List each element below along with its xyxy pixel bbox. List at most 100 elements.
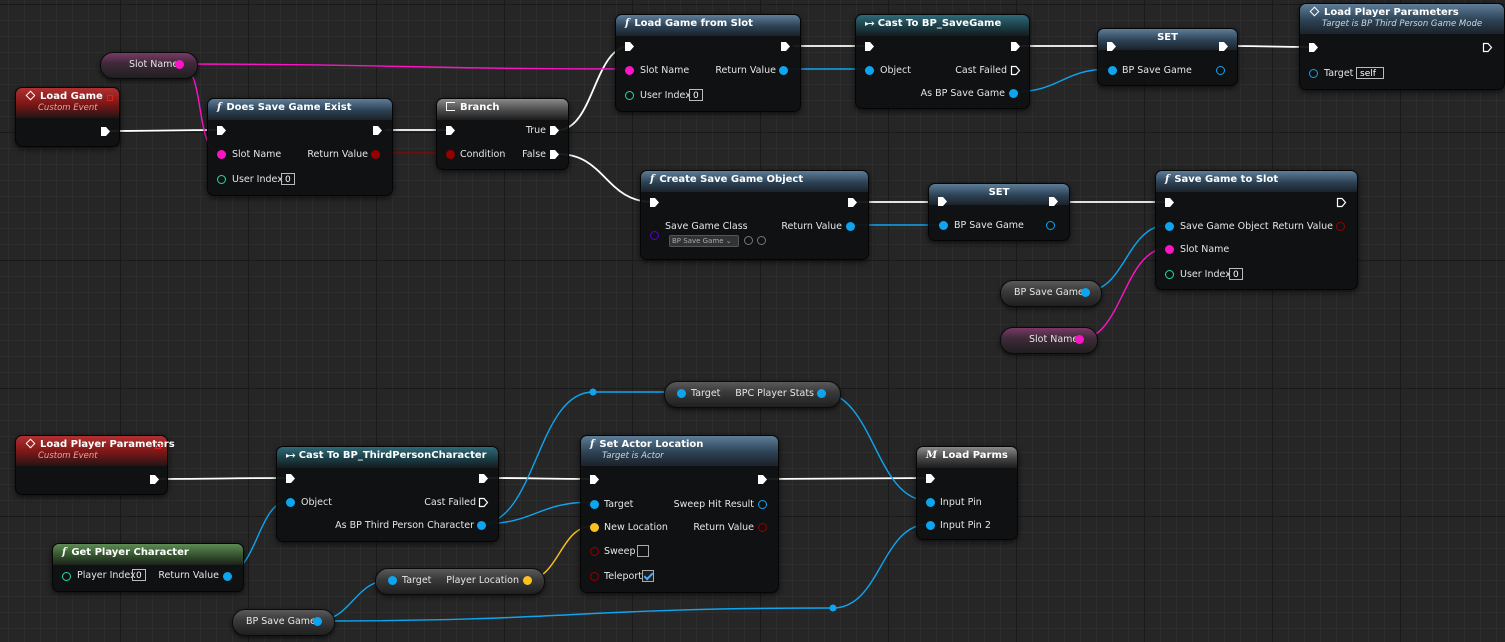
use-selected-icon[interactable] <box>744 236 753 245</box>
bp-save-game-getter-bottom[interactable]: BP Save Game <box>232 609 335 636</box>
exec-out-pin[interactable] <box>1218 41 1229 52</box>
return-value-out-pin[interactable] <box>779 66 788 75</box>
target-in-pin[interactable] <box>677 389 686 398</box>
exec-out-pin[interactable] <box>780 41 791 52</box>
return-value-out-pin[interactable] <box>371 150 380 159</box>
load-player-params-call-node[interactable]: Load Player Parameters Target is BP Thir… <box>1299 3 1505 90</box>
object-in-pin[interactable] <box>865 66 874 75</box>
as-bp-save-game-out-pin[interactable] <box>1009 89 1018 98</box>
slot-name-out-pin[interactable] <box>1075 335 1084 344</box>
exec-in-pin[interactable] <box>285 473 296 484</box>
player-index-input[interactable]: 0 <box>132 569 146 581</box>
slot-name-out-pin[interactable] <box>175 60 184 69</box>
slot-name-getter-mid[interactable]: Slot Name <box>1000 327 1098 354</box>
bpc-player-stats-out-pin[interactable] <box>817 389 826 398</box>
exec-in-pin[interactable] <box>937 196 948 207</box>
user-index-in-pin[interactable] <box>217 175 226 184</box>
exec-out-pin[interactable] <box>757 474 768 485</box>
user-index-in-pin[interactable] <box>625 91 634 100</box>
bp-save-game-getter-mid[interactable]: BP Save Game <box>1000 280 1102 307</box>
cast-to-third-person-node[interactable]: ▸➔Cast To BP_ThirdPersonCharacter Object… <box>276 446 499 542</box>
bpc-player-stats-node[interactable]: Target BPC Player Stats <box>664 381 841 408</box>
load-player-params-event-node[interactable]: Load Player Parameters Custom Event <box>15 435 175 495</box>
object-in-pin[interactable] <box>286 498 295 507</box>
exec-out-pin[interactable] <box>372 125 383 136</box>
user-index-input[interactable]: 0 <box>689 89 703 101</box>
teleport-in-pin[interactable] <box>590 572 599 581</box>
bp-save-game-out-pin[interactable] <box>1081 288 1090 297</box>
as-third-person-out-pin[interactable] <box>477 521 486 530</box>
new-location-in-pin[interactable] <box>590 523 599 532</box>
sweep-in-pin[interactable] <box>590 547 599 556</box>
return-value-out-pin[interactable] <box>1336 222 1345 231</box>
player-location-out-pin[interactable] <box>523 576 532 585</box>
bp-save-game-out-pin[interactable] <box>1216 66 1225 75</box>
branch-node[interactable]: Branch True Condition False <box>436 98 569 170</box>
branch-condition-in-pin[interactable] <box>446 150 455 159</box>
exec-in-pin[interactable] <box>864 41 875 52</box>
slot-name-in-pin[interactable] <box>217 150 226 159</box>
exec-out-pin[interactable] <box>1482 42 1493 53</box>
user-index-input[interactable]: 0 <box>1229 268 1243 280</box>
exec-in-pin[interactable] <box>1164 197 1175 208</box>
exec-in-pin[interactable] <box>1308 42 1319 53</box>
input-pin-1[interactable] <box>926 498 935 507</box>
exec-out-pin[interactable] <box>1010 41 1021 52</box>
exec-in-pin[interactable] <box>1106 41 1117 52</box>
cast-failed-out-pin[interactable] <box>478 497 489 508</box>
return-value-out-pin[interactable] <box>758 523 767 532</box>
bp-save-game-out-pin[interactable] <box>1046 221 1055 230</box>
user-index-in-pin[interactable] <box>1165 270 1174 279</box>
exec-out-pin[interactable] <box>847 197 858 208</box>
bp-save-game-in-pin[interactable] <box>939 221 948 230</box>
slot-name-in-pin[interactable] <box>625 66 634 75</box>
player-location-node[interactable]: Target Player Location <box>375 568 545 595</box>
set-top-node[interactable]: SET BP Save Game <box>1097 28 1238 86</box>
exec-out-pin[interactable] <box>478 473 489 484</box>
target-self-input[interactable]: self <box>1356 67 1384 79</box>
branch-true-out-pin[interactable] <box>549 125 560 136</box>
save-game-object-in-pin[interactable] <box>1165 222 1174 231</box>
exec-in-pin[interactable] <box>649 197 660 208</box>
return-value-out-pin[interactable] <box>223 572 232 581</box>
set-mid-node[interactable]: SET BP Save Game <box>928 183 1070 241</box>
slot-name-in-pin[interactable] <box>1165 245 1174 254</box>
target-in-pin[interactable] <box>1309 69 1318 78</box>
load-game-event-node[interactable]: Load Game Custom Event <box>15 87 120 147</box>
return-value-out-pin[interactable] <box>846 222 855 231</box>
exec-in-pin[interactable] <box>624 41 635 52</box>
sweep-hit-result-out-pin[interactable] <box>758 500 767 509</box>
exec-out-pin[interactable] <box>1048 196 1059 207</box>
branch-false-out-pin[interactable] <box>549 149 560 160</box>
cast-failed-out-pin[interactable] <box>1010 65 1021 76</box>
cast-to-savegame-node[interactable]: ▸➔Cast To BP_SaveGame Object Cast Failed… <box>855 14 1030 109</box>
player-index-in-pin[interactable] <box>62 572 71 581</box>
reroute-knot[interactable] <box>589 388 597 396</box>
exec-out-pin[interactable] <box>1336 197 1347 208</box>
load-game-exec-out-pin[interactable] <box>100 126 111 137</box>
save-game-class-in-pin[interactable] <box>650 231 659 240</box>
target-in-pin[interactable] <box>590 500 599 509</box>
save-game-class-dropdown[interactable]: BP Save Game ⌄ <box>669 235 739 247</box>
slot-name-getter-top[interactable]: Slot Name <box>100 52 198 79</box>
bp-save-game-in-pin[interactable] <box>1108 66 1117 75</box>
input-pin-2[interactable] <box>926 521 935 530</box>
exec-out-pin[interactable] <box>149 474 160 485</box>
teleport-checkbox[interactable] <box>642 570 654 582</box>
branch-exec-in-pin[interactable] <box>445 125 456 136</box>
exec-in-pin[interactable] <box>925 473 936 484</box>
user-index-input[interactable]: 0 <box>281 173 295 185</box>
exec-in-pin[interactable] <box>589 474 600 485</box>
sweep-checkbox[interactable] <box>637 545 649 557</box>
exec-in-pin[interactable] <box>216 125 227 136</box>
bp-save-game-out-pin[interactable] <box>313 617 322 626</box>
browse-icon[interactable] <box>757 236 766 245</box>
target-in-pin[interactable] <box>388 576 397 585</box>
